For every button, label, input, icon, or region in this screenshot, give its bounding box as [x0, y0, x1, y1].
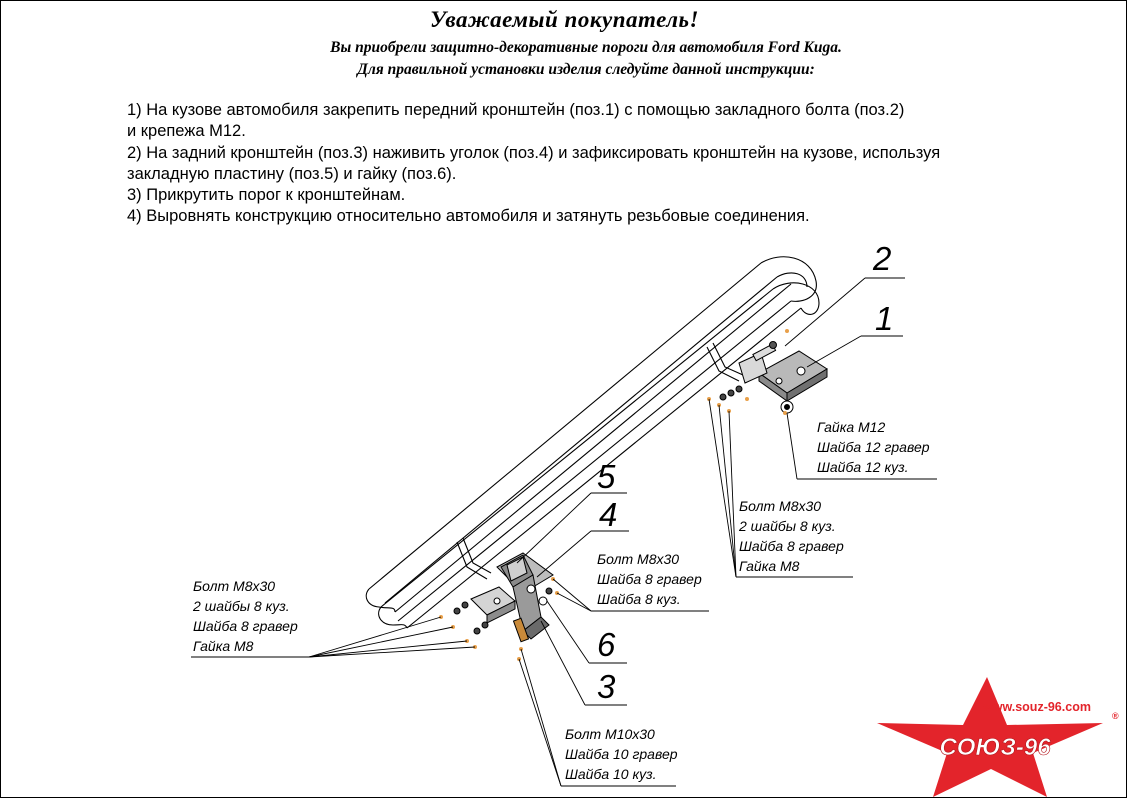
rear-support-leg: [456, 541, 488, 580]
callout-line: Шайба 8 гравер: [597, 571, 702, 587]
callout-rear-m10: Болт М10х30 Шайба 10 гравер Шайба 10 куз…: [565, 724, 678, 784]
instruction-line: и крепежа М12.: [127, 122, 246, 140]
callout-line: Шайба 12 гравер: [817, 439, 930, 455]
instruction-line: 1) На кузове автомобиля закрепить передн…: [127, 101, 905, 119]
front-bracket-assembly: [719, 341, 828, 414]
callout-line: Шайба 10 гравер: [565, 746, 678, 762]
position-3-label: 3: [597, 668, 616, 705]
rear-bracket-assembly: [453, 552, 554, 643]
callout-front-m8: Болт М8х30 2 шайбы 8 куз. Шайба 8 гравер…: [739, 496, 844, 576]
tube-upper: [365, 256, 817, 613]
position-2-label: 2: [873, 240, 892, 277]
callout-line: Шайба 12 куз.: [817, 459, 909, 475]
leader-lines: [191, 277, 937, 787]
tube-lower: [378, 282, 820, 629]
instruction-line: 2) На задний кронштейн (поз.3) наживить …: [127, 144, 941, 162]
callout-line: Болт М10х30: [565, 726, 655, 742]
instruction-line: 3) Прикрутить порог к кронштейнам.: [127, 186, 406, 204]
instruction-line: закладную пластину (поз.5) и гайку (поз.…: [127, 165, 457, 183]
rear-support-leg-inner: [462, 537, 492, 574]
front-support-leg: [706, 346, 740, 382]
callout-line: 2 шайбы 8 куз.: [193, 598, 290, 614]
callout-line: Болт М8х30: [739, 498, 822, 514]
front-support-leg-inner: [712, 342, 744, 376]
callout-rear-right-m8: Болт М8х30 Шайба 8 гравер Шайба 8 куз.: [597, 549, 702, 609]
callout-line: Болт М8х30: [597, 551, 680, 567]
instruction-line: 4) Выровнять конструкцию относительно ав…: [127, 207, 810, 225]
position-4-label: 4: [599, 496, 618, 533]
position-5-label: 5: [597, 458, 616, 495]
page-subtitle-line2: Для правильной установки изделия следуйт…: [357, 61, 815, 78]
callout-line: 2 шайбы 8 куз.: [739, 518, 836, 534]
callout-rear-left-m8: Болт М8х30 2 шайбы 8 куз. Шайба 8 гравер…: [193, 576, 298, 656]
callout-line: Шайба 8 куз.: [597, 591, 681, 607]
callout-line: Гайка М12: [817, 419, 886, 435]
position-6-label: 6: [597, 626, 616, 663]
callout-line: Болт М8х30: [193, 578, 276, 594]
page-subtitle-line1: Вы приобрели защитно-декоративные пороги…: [330, 39, 842, 56]
callout-line: Шайба 8 гравер: [193, 618, 298, 634]
callout-line: Шайба 8 гравер: [739, 538, 844, 554]
callout-front-m12: Гайка М12 Шайба 12 гравер Шайба 12 куз.: [817, 417, 930, 477]
callout-line: Гайка М8: [739, 558, 800, 574]
position-1-label: 1: [875, 300, 894, 337]
front-bolt-marks: [707, 329, 789, 415]
callout-line: Шайба 10 куз.: [565, 766, 657, 782]
callout-line: Гайка М8: [193, 638, 254, 654]
page-title: Уважаемый покупатель!: [430, 7, 699, 32]
